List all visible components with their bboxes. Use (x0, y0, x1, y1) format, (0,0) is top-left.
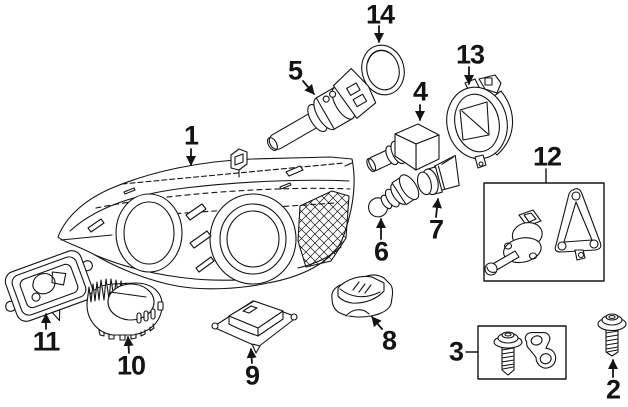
leveling-sensor-drawing (484, 209, 543, 276)
leader-8 (371, 316, 383, 330)
module-9-drawing (211, 300, 298, 354)
kit-12-box (483, 168, 605, 282)
callout-7[interactable]: 7 (428, 214, 444, 245)
screw-3-drawing (493, 331, 523, 376)
callout-14[interactable]: 14 (365, 0, 395, 30)
callout-8[interactable]: 8 (381, 325, 397, 356)
socket-7-drawing (416, 154, 460, 196)
leader-9 (246, 348, 257, 364)
leader-10 (123, 336, 134, 354)
callout-10[interactable]: 10 (116, 350, 146, 381)
callout-5[interactable]: 5 (287, 55, 303, 86)
callout-4[interactable]: 4 (412, 76, 428, 107)
bracket-drawing (554, 188, 602, 261)
bulb-6-drawing (368, 174, 420, 218)
callout-3[interactable]: 3 (448, 336, 464, 367)
seal-ring-14-drawing (361, 44, 405, 96)
kit-3-box (465, 325, 567, 380)
ballast-10-drawing (86, 278, 164, 341)
leader-7 (432, 198, 442, 218)
callout-1[interactable]: 1 (183, 120, 199, 151)
callout-12[interactable]: 12 (532, 141, 562, 172)
callout-2[interactable]: 2 (605, 374, 621, 405)
module-8-drawing (331, 274, 394, 318)
clip-3-drawing (524, 331, 557, 369)
callout-13[interactable]: 13 (455, 39, 485, 70)
bulb-4-drawing (366, 123, 440, 173)
retaining-ring-13-drawing (446, 74, 514, 169)
bulb-5-drawing (266, 67, 377, 151)
callout-9[interactable]: 9 (244, 360, 260, 391)
headlamp-assembly-drawing (57, 148, 355, 290)
callout-leader-lines (41, 25, 618, 378)
callout-6[interactable]: 6 (373, 236, 389, 267)
led-module-11-drawing (4, 250, 94, 322)
screw-2-drawing (597, 313, 627, 357)
leader-5 (302, 80, 315, 95)
callout-11[interactable]: 11 (32, 326, 61, 357)
